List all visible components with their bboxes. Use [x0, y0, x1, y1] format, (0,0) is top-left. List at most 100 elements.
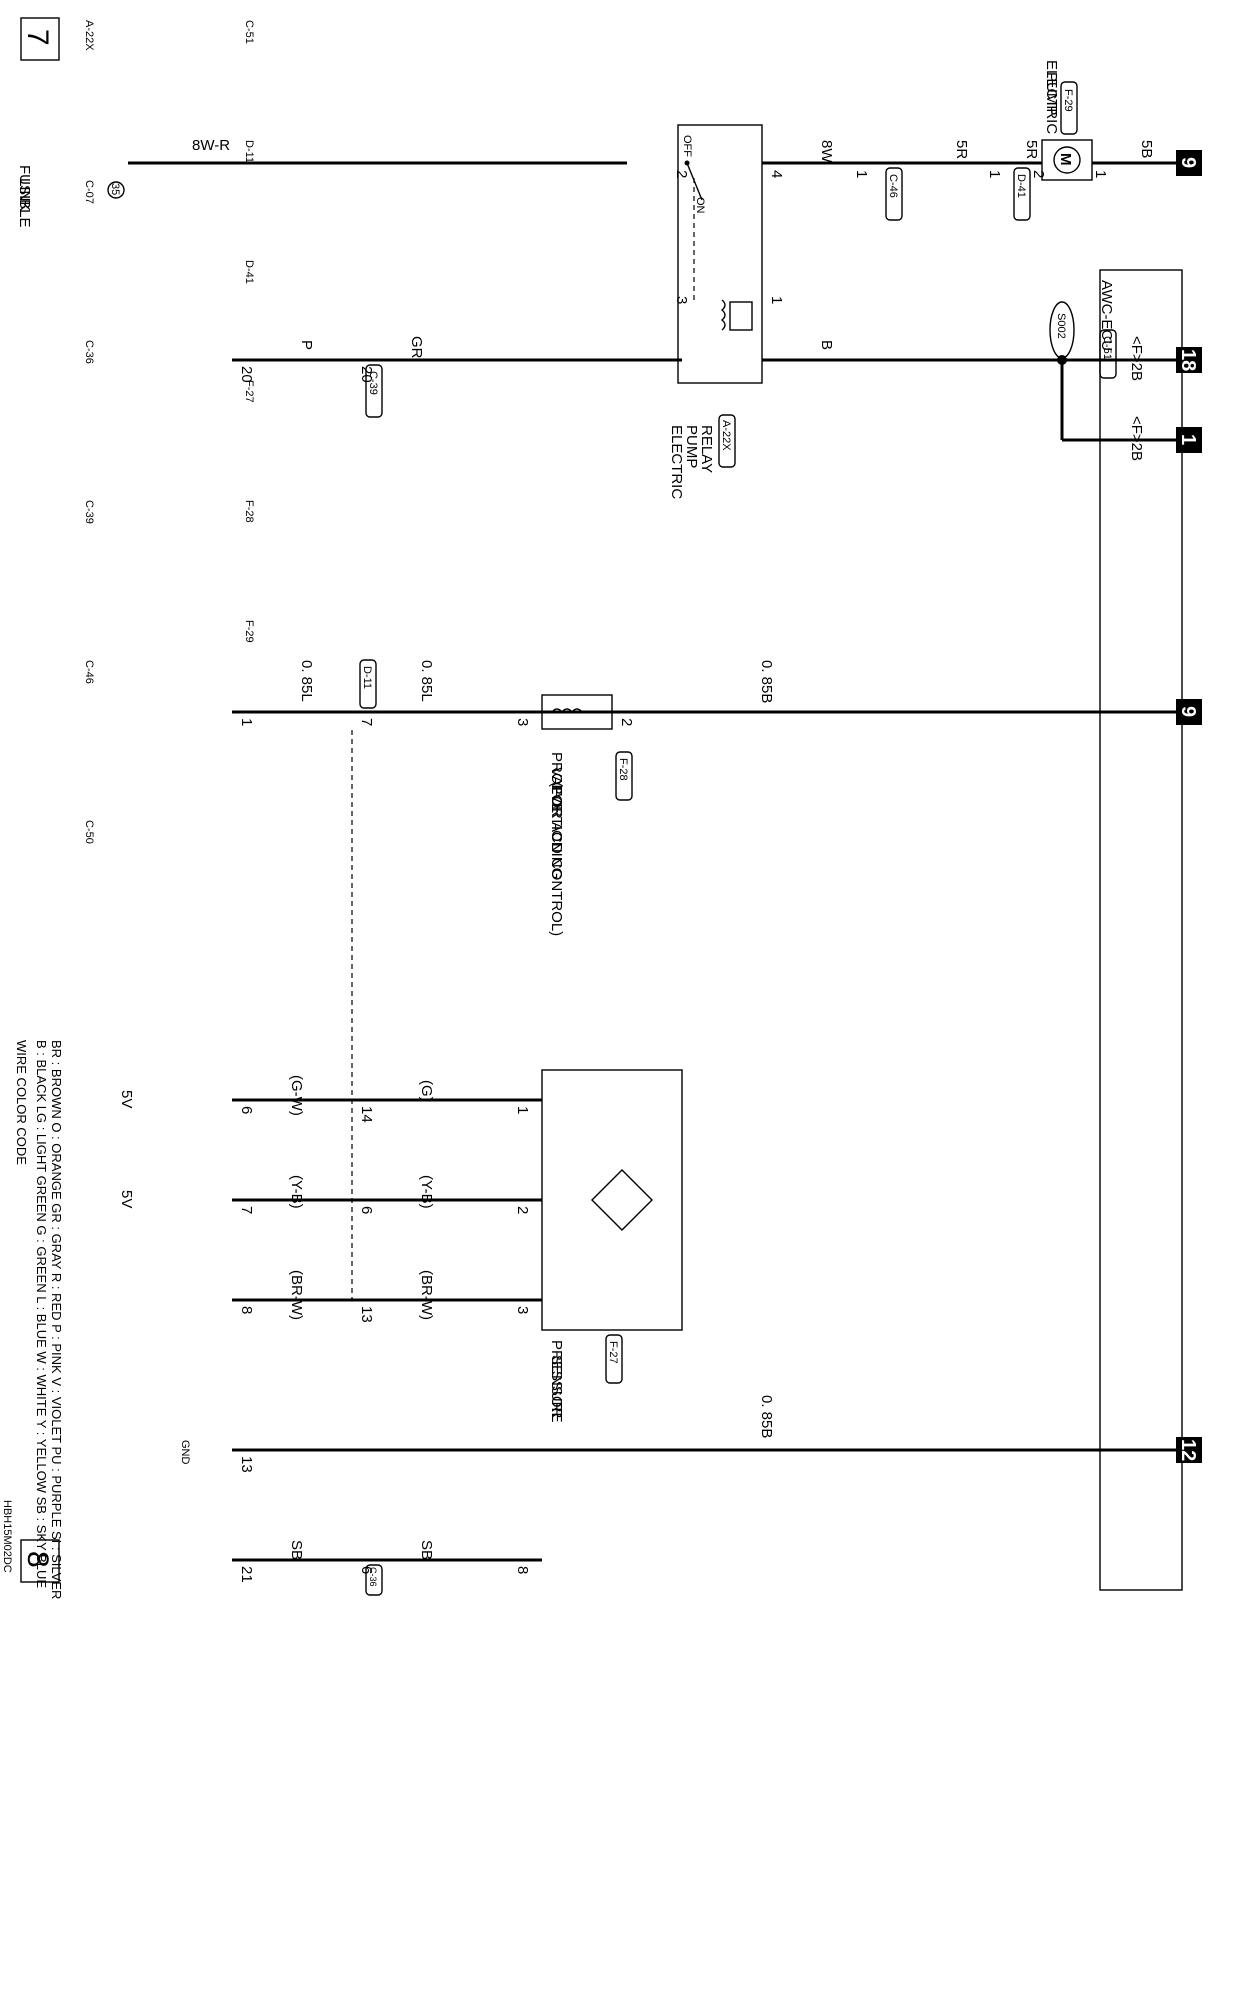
wire-label-brw-2: (BR-W): [418, 1270, 435, 1320]
connector-view-label: C-50: [83, 820, 95, 844]
wire-label-085b-gnd: 0. 85B: [758, 1395, 775, 1438]
wire-label-085l-2: 0. 85L: [418, 660, 435, 702]
d41-pin-1: 1: [986, 170, 1003, 178]
ground-ref-12: 12: [1177, 1439, 1199, 1461]
c46-pin-1: 1: [853, 170, 870, 178]
connector-view-c-51: C-51: [243, 20, 255, 44]
electric-pump: M 2 1 ELECTRIC PUMP F-29: [1030, 60, 1109, 181]
ground-ref-18: 18: [1177, 349, 1199, 371]
pv-pin-3: 3: [514, 718, 531, 726]
wire-label-5r-2: 5R: [1023, 140, 1040, 159]
legend-line-1: B : BLACK LG : LIGHT GREEN G : GREEN L :…: [34, 1040, 49, 1588]
ground-ref-9-mid: 9: [1177, 706, 1199, 717]
relay-pin-1: 1: [768, 296, 785, 304]
connector-view-label: C-39: [83, 500, 95, 524]
wire-label-f2b-1: <F>2B: [1128, 336, 1145, 381]
relay-off-label: OFF: [681, 135, 693, 157]
inline-c46: C-46: [887, 174, 899, 198]
ps-connector: F-27: [607, 1341, 619, 1364]
ps-pin-2: 2: [514, 1206, 531, 1214]
connector-view-label: C-07: [83, 180, 95, 204]
inline-c39: C-39: [367, 371, 379, 395]
ecu-pin-13: 13: [238, 1456, 255, 1473]
connector-view-c-07: C-07: [83, 180, 95, 204]
ground-ref-9-top: 9: [1177, 157, 1199, 168]
connector-view-c-39: C-39: [83, 500, 95, 524]
j3-pin-8: 8: [514, 1566, 531, 1574]
connector-view-label: F-29: [243, 620, 255, 643]
connector-view-label: F-28: [243, 500, 255, 523]
pv-label-2: VALVE: [548, 767, 565, 813]
splice-s002: S002: [1055, 313, 1067, 339]
connector-view-label: A-22X: [83, 20, 95, 51]
relay-connector: A-22X: [720, 420, 732, 451]
ps-label-2: SENSOR: [548, 1355, 565, 1419]
ps-5v-1: 5V: [118, 1090, 135, 1108]
doc-code: HBH15M02DC: [1, 1500, 13, 1573]
ecu-pin-1: 1: [238, 718, 255, 726]
wire-label-5b: 5B: [1138, 140, 1155, 158]
ecu-pin-8: 8: [238, 1306, 255, 1314]
gnd-label: GND: [179, 1440, 191, 1465]
wire-label-b: B: [818, 340, 835, 350]
fusible-link: FUSIBLE LINK 35: [16, 161, 172, 228]
d11-pin-6: 6: [358, 1206, 375, 1214]
connector-view-label: C-46: [83, 660, 95, 684]
connector-view-d-11: D-11: [243, 140, 255, 163]
wire-label-f2b-2: <F>2B: [1128, 416, 1145, 461]
d11-pin-14: 14: [358, 1106, 375, 1123]
connector-view-label: F-27: [243, 380, 255, 403]
connector-view-c-50: C-50: [83, 820, 95, 844]
relay-on-label: ON: [694, 197, 706, 214]
connector-view-label: D-41: [243, 260, 255, 284]
inline-c36: C-36: [368, 1567, 378, 1587]
wire-label-8w: 8W: [818, 140, 835, 163]
pv-label-3: (FOR ACD CONTROL): [548, 782, 565, 936]
wire-label-8w-r: 8W-R: [192, 137, 230, 154]
pv-label-1: PROPORTIONING: [548, 752, 565, 879]
d11-pin-7: 7: [358, 718, 375, 726]
electric-pump-relay: OFF ON 2 4 3 1 ELECTRIC PUMP RELAY A-22X: [668, 124, 785, 499]
relay-pin-2: 2: [673, 170, 690, 178]
page-number-next-text: 8: [21, 1551, 54, 1568]
connector-view-label: D-11: [243, 140, 255, 163]
fusible-link-number: 35: [109, 183, 121, 195]
wire-label-gw: (G-W): [288, 1075, 305, 1116]
svg-text:M: M: [1057, 153, 1074, 166]
page-number-prev-text: 7: [21, 29, 54, 46]
ecu-pin-21: 21: [238, 1566, 255, 1583]
page-number-prev: 7: [20, 17, 60, 61]
pump-pin-2: 2: [1030, 170, 1047, 178]
connector-view-f-28: F-28: [243, 500, 255, 523]
pv-connector: F-28: [617, 758, 629, 781]
ecu-pin-7: 7: [238, 1206, 255, 1214]
pump-label-2: PUMP: [1043, 72, 1060, 115]
wire-label-yb-1: (Y-B): [288, 1175, 305, 1209]
proportioning-valve: 3 2 PROPORTIONING VALVE (FOR ACD CONTROL…: [514, 694, 635, 936]
connector-view-label: C-51: [243, 20, 255, 44]
wire-label-brw-1: (BR-W): [288, 1270, 305, 1320]
ecu-label: AWC-ECU: [1098, 280, 1115, 351]
d11-pin-13: 13: [358, 1306, 375, 1323]
pressure-sensor: 1 2 3 PRESSURE SENSOR F-27: [514, 1069, 683, 1423]
inline-d41: D-41: [1015, 174, 1027, 198]
wire-color-legend: WIRE COLOR CODE B : BLACK LG : LIGHT GRE…: [1, 1040, 64, 1599]
relay-label-1: ELECTRIC: [668, 425, 685, 499]
pump-label-1: ELECTRIC: [1043, 60, 1060, 134]
ecu-connector: C-51: [1101, 336, 1113, 360]
wire-label-g: (G): [418, 1080, 435, 1102]
connector-view-label: C-36: [83, 340, 95, 364]
wire-label-yb-2: (Y-B): [418, 1175, 435, 1209]
relay-label-3: RELAY: [698, 425, 715, 473]
awc-ecu: AWC-ECU C-51: [1098, 269, 1183, 1591]
fusible-link-label-1: FUSIBLE: [16, 165, 33, 228]
connector-view-c-46: C-46: [83, 660, 95, 684]
wire-label-sb-2: SB: [418, 1540, 435, 1560]
ecu-pin-6: 6: [238, 1106, 255, 1114]
legend-line-2: BR : BROWN O : ORANGE GR : GRAY R : RED …: [49, 1040, 64, 1599]
legend-title: WIRE COLOR CODE: [14, 1040, 29, 1165]
pump-pin-1: 1: [1092, 170, 1109, 178]
ps-label-1: PRESSURE: [548, 1340, 565, 1423]
relay-pin-3: 3: [673, 296, 690, 304]
